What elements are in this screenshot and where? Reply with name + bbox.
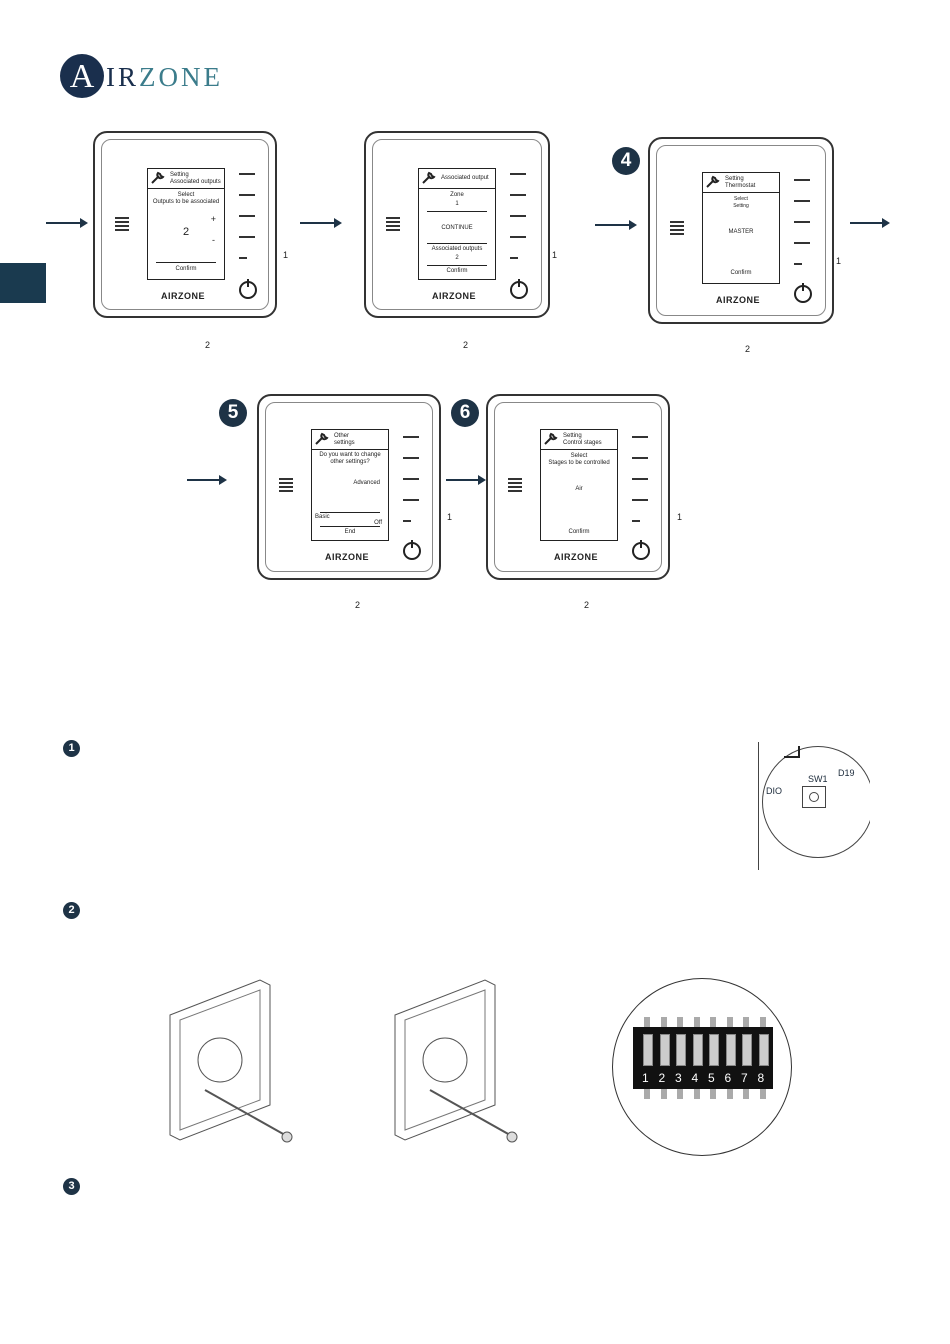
- brand-label: AIRZONE: [161, 291, 206, 301]
- dip-pin: [710, 1089, 716, 1099]
- number-3-badge: 3: [63, 1178, 80, 1195]
- dip-pin: [644, 1089, 650, 1099]
- wrench-icon: [706, 175, 720, 188]
- dip-number: 1: [642, 1071, 649, 1085]
- wrench-icon: [315, 432, 329, 445]
- dip-number: 5: [708, 1071, 715, 1085]
- menu-icon: [670, 221, 684, 237]
- power-icon[interactable]: [632, 540, 650, 560]
- side-tab: [0, 263, 46, 303]
- airzone-logo: A IRZONE: [60, 54, 260, 104]
- dip-pin: [660, 1089, 667, 1099]
- logo-wordmark: IRZONE: [106, 62, 223, 92]
- back-plate-1: [169, 979, 293, 1143]
- side-buttons[interactable]: [632, 436, 648, 541]
- dip-pin: [743, 1089, 749, 1099]
- dip-pin: [726, 1089, 733, 1099]
- back-plate-2: [394, 979, 518, 1143]
- dip-pin: [644, 1017, 650, 1027]
- menu-icon: [508, 478, 522, 494]
- logo-mark: A: [60, 54, 104, 98]
- flow-arrow: [300, 218, 342, 228]
- power-icon[interactable]: [510, 279, 528, 299]
- wrench-icon: [422, 171, 436, 184]
- menu-icon: [115, 217, 129, 233]
- wrench-icon: [151, 171, 165, 184]
- dip-switch: [758, 1034, 769, 1066]
- dip-switch: [692, 1034, 703, 1066]
- dip-number: 7: [741, 1071, 748, 1085]
- dip-pin: [726, 1017, 733, 1027]
- step-4-badge: 4: [612, 147, 640, 175]
- power-icon[interactable]: [794, 283, 812, 303]
- value-display: 2: [182, 226, 190, 238]
- wrench-icon: [544, 432, 558, 445]
- dip-pin: [710, 1017, 716, 1027]
- dip-pin: [677, 1089, 683, 1099]
- dip-switch: [742, 1034, 752, 1066]
- number-1-badge: 1: [63, 740, 80, 757]
- dip-pin: [743, 1017, 749, 1027]
- step-6-badge: 6: [451, 399, 479, 427]
- menu-icon: [279, 478, 293, 494]
- dip-pin: [660, 1017, 667, 1027]
- flow-arrow: [446, 475, 486, 485]
- dip-switch: [659, 1034, 670, 1066]
- dip-pin: [759, 1017, 766, 1027]
- dip-number: 3: [675, 1071, 682, 1085]
- dip-switch: [725, 1034, 736, 1066]
- power-icon[interactable]: [239, 279, 257, 299]
- brand-label: AIRZONE: [716, 295, 761, 305]
- dip-number: 6: [724, 1071, 732, 1085]
- flow-arrow: [46, 218, 88, 228]
- flow-arrow: [595, 220, 637, 230]
- step-5-badge: 5: [219, 399, 247, 427]
- brand-label: AIRZONE: [325, 552, 370, 562]
- dip-switch: [676, 1034, 686, 1066]
- dip-pin: [693, 1089, 700, 1099]
- power-icon[interactable]: [403, 540, 421, 560]
- board-detail: DIO SW1 D19: [758, 742, 870, 870]
- side-buttons[interactable]: [510, 173, 526, 278]
- menu-icon: [386, 217, 400, 233]
- dip-pin: [759, 1089, 766, 1099]
- dip-pin: [677, 1017, 683, 1027]
- brand-label: AIRZONE: [554, 552, 599, 562]
- dip-pin: [693, 1017, 700, 1027]
- number-2-badge: 2: [63, 902, 80, 919]
- side-buttons[interactable]: [403, 436, 419, 541]
- dip-number: 4: [691, 1071, 699, 1085]
- dip-number: 2: [658, 1071, 666, 1085]
- side-buttons[interactable]: [239, 173, 255, 278]
- side-buttons[interactable]: [794, 179, 810, 284]
- dip-number: 8: [757, 1071, 765, 1085]
- dip-switch: [643, 1034, 653, 1066]
- flow-arrow: [187, 475, 227, 485]
- flow-arrow: [850, 218, 890, 228]
- brand-label: AIRZONE: [432, 291, 477, 301]
- dip-switch: [709, 1034, 719, 1066]
